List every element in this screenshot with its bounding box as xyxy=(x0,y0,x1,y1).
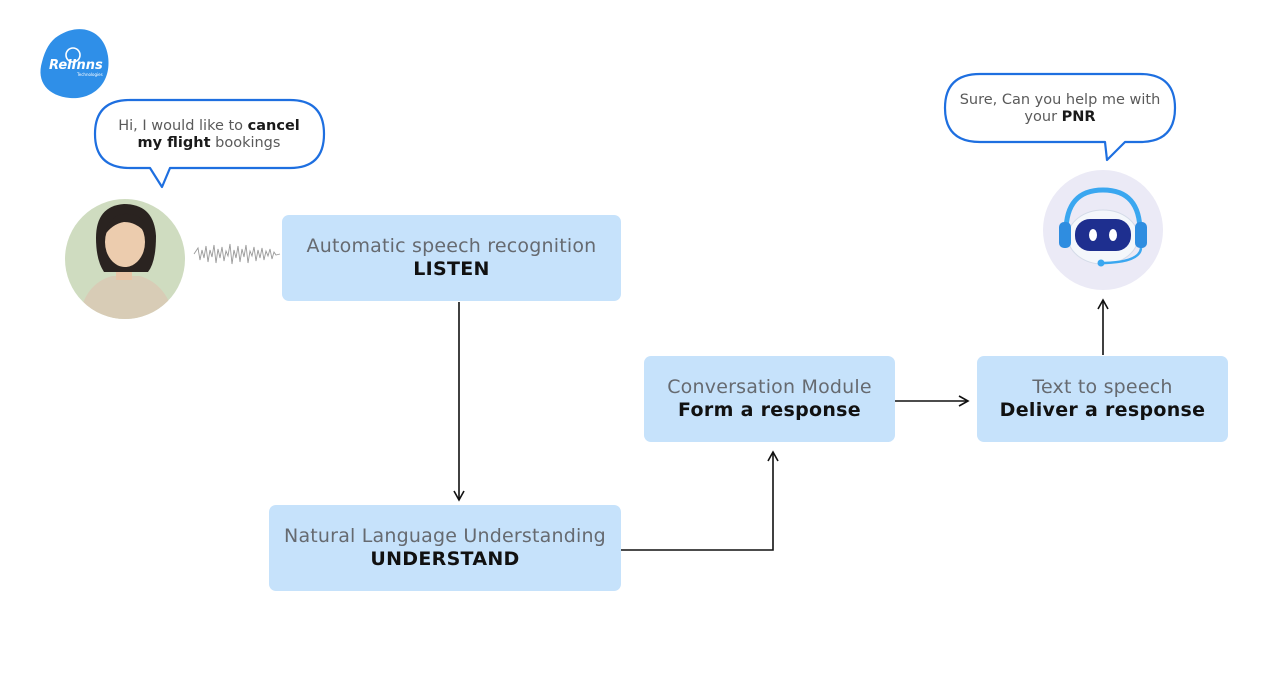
nlu-title: Natural Language Understanding xyxy=(284,525,606,547)
conversation-box: Conversation Module Form a response xyxy=(644,356,895,442)
bot-speech-bubble xyxy=(943,72,1177,162)
user-avatar xyxy=(65,199,185,319)
robot-avatar xyxy=(1043,170,1163,290)
bot-message: Sure, Can you help me with your PNR xyxy=(959,92,1161,125)
asr-box: Automatic speech recognition LISTEN xyxy=(282,215,621,301)
user-message: Hi, I would like to cancel my flight boo… xyxy=(118,118,300,151)
logo-subtitle: Technologies xyxy=(77,72,103,77)
logo xyxy=(40,29,109,99)
tts-title: Text to speech xyxy=(1032,376,1173,398)
tts-box: Text to speech Deliver a response xyxy=(977,356,1228,442)
asr-title: Automatic speech recognition xyxy=(306,235,597,257)
sound-wave xyxy=(193,243,281,265)
arrow-nlu-to-conversation xyxy=(621,450,779,551)
logo-name: RelInns xyxy=(49,58,103,73)
tts-action: Deliver a response xyxy=(999,399,1206,421)
user-speech-bubble xyxy=(93,98,326,189)
conversation-title: Conversation Module xyxy=(667,376,872,398)
conversation-action: Form a response xyxy=(678,399,861,421)
asr-action: LISTEN xyxy=(413,258,490,280)
nlu-box: Natural Language Understanding UNDERSTAN… xyxy=(269,505,621,591)
nlu-action: UNDERSTAND xyxy=(370,548,520,570)
